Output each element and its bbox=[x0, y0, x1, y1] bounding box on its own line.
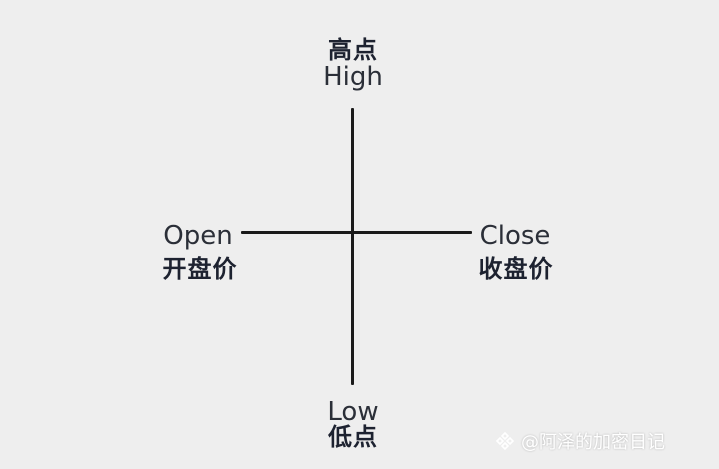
close-label-zh: 收盘价 bbox=[478, 255, 554, 283]
watermark: @阿泽的加密日记 bbox=[495, 428, 665, 454]
low-label-en: Low bbox=[327, 397, 379, 427]
watermark-text: @阿泽的加密日记 bbox=[521, 432, 665, 453]
high-label-zh: 高点 bbox=[328, 36, 378, 64]
open-close-line bbox=[241, 231, 472, 234]
open-label-en: Open bbox=[163, 221, 233, 251]
binance-logo-icon bbox=[495, 431, 515, 451]
close-label-en: Close bbox=[479, 221, 551, 251]
low-label-zh: 低点 bbox=[328, 423, 378, 451]
open-label-zh: 开盘价 bbox=[162, 255, 238, 283]
high-label-en: High bbox=[323, 62, 383, 92]
high-low-line bbox=[351, 108, 354, 385]
